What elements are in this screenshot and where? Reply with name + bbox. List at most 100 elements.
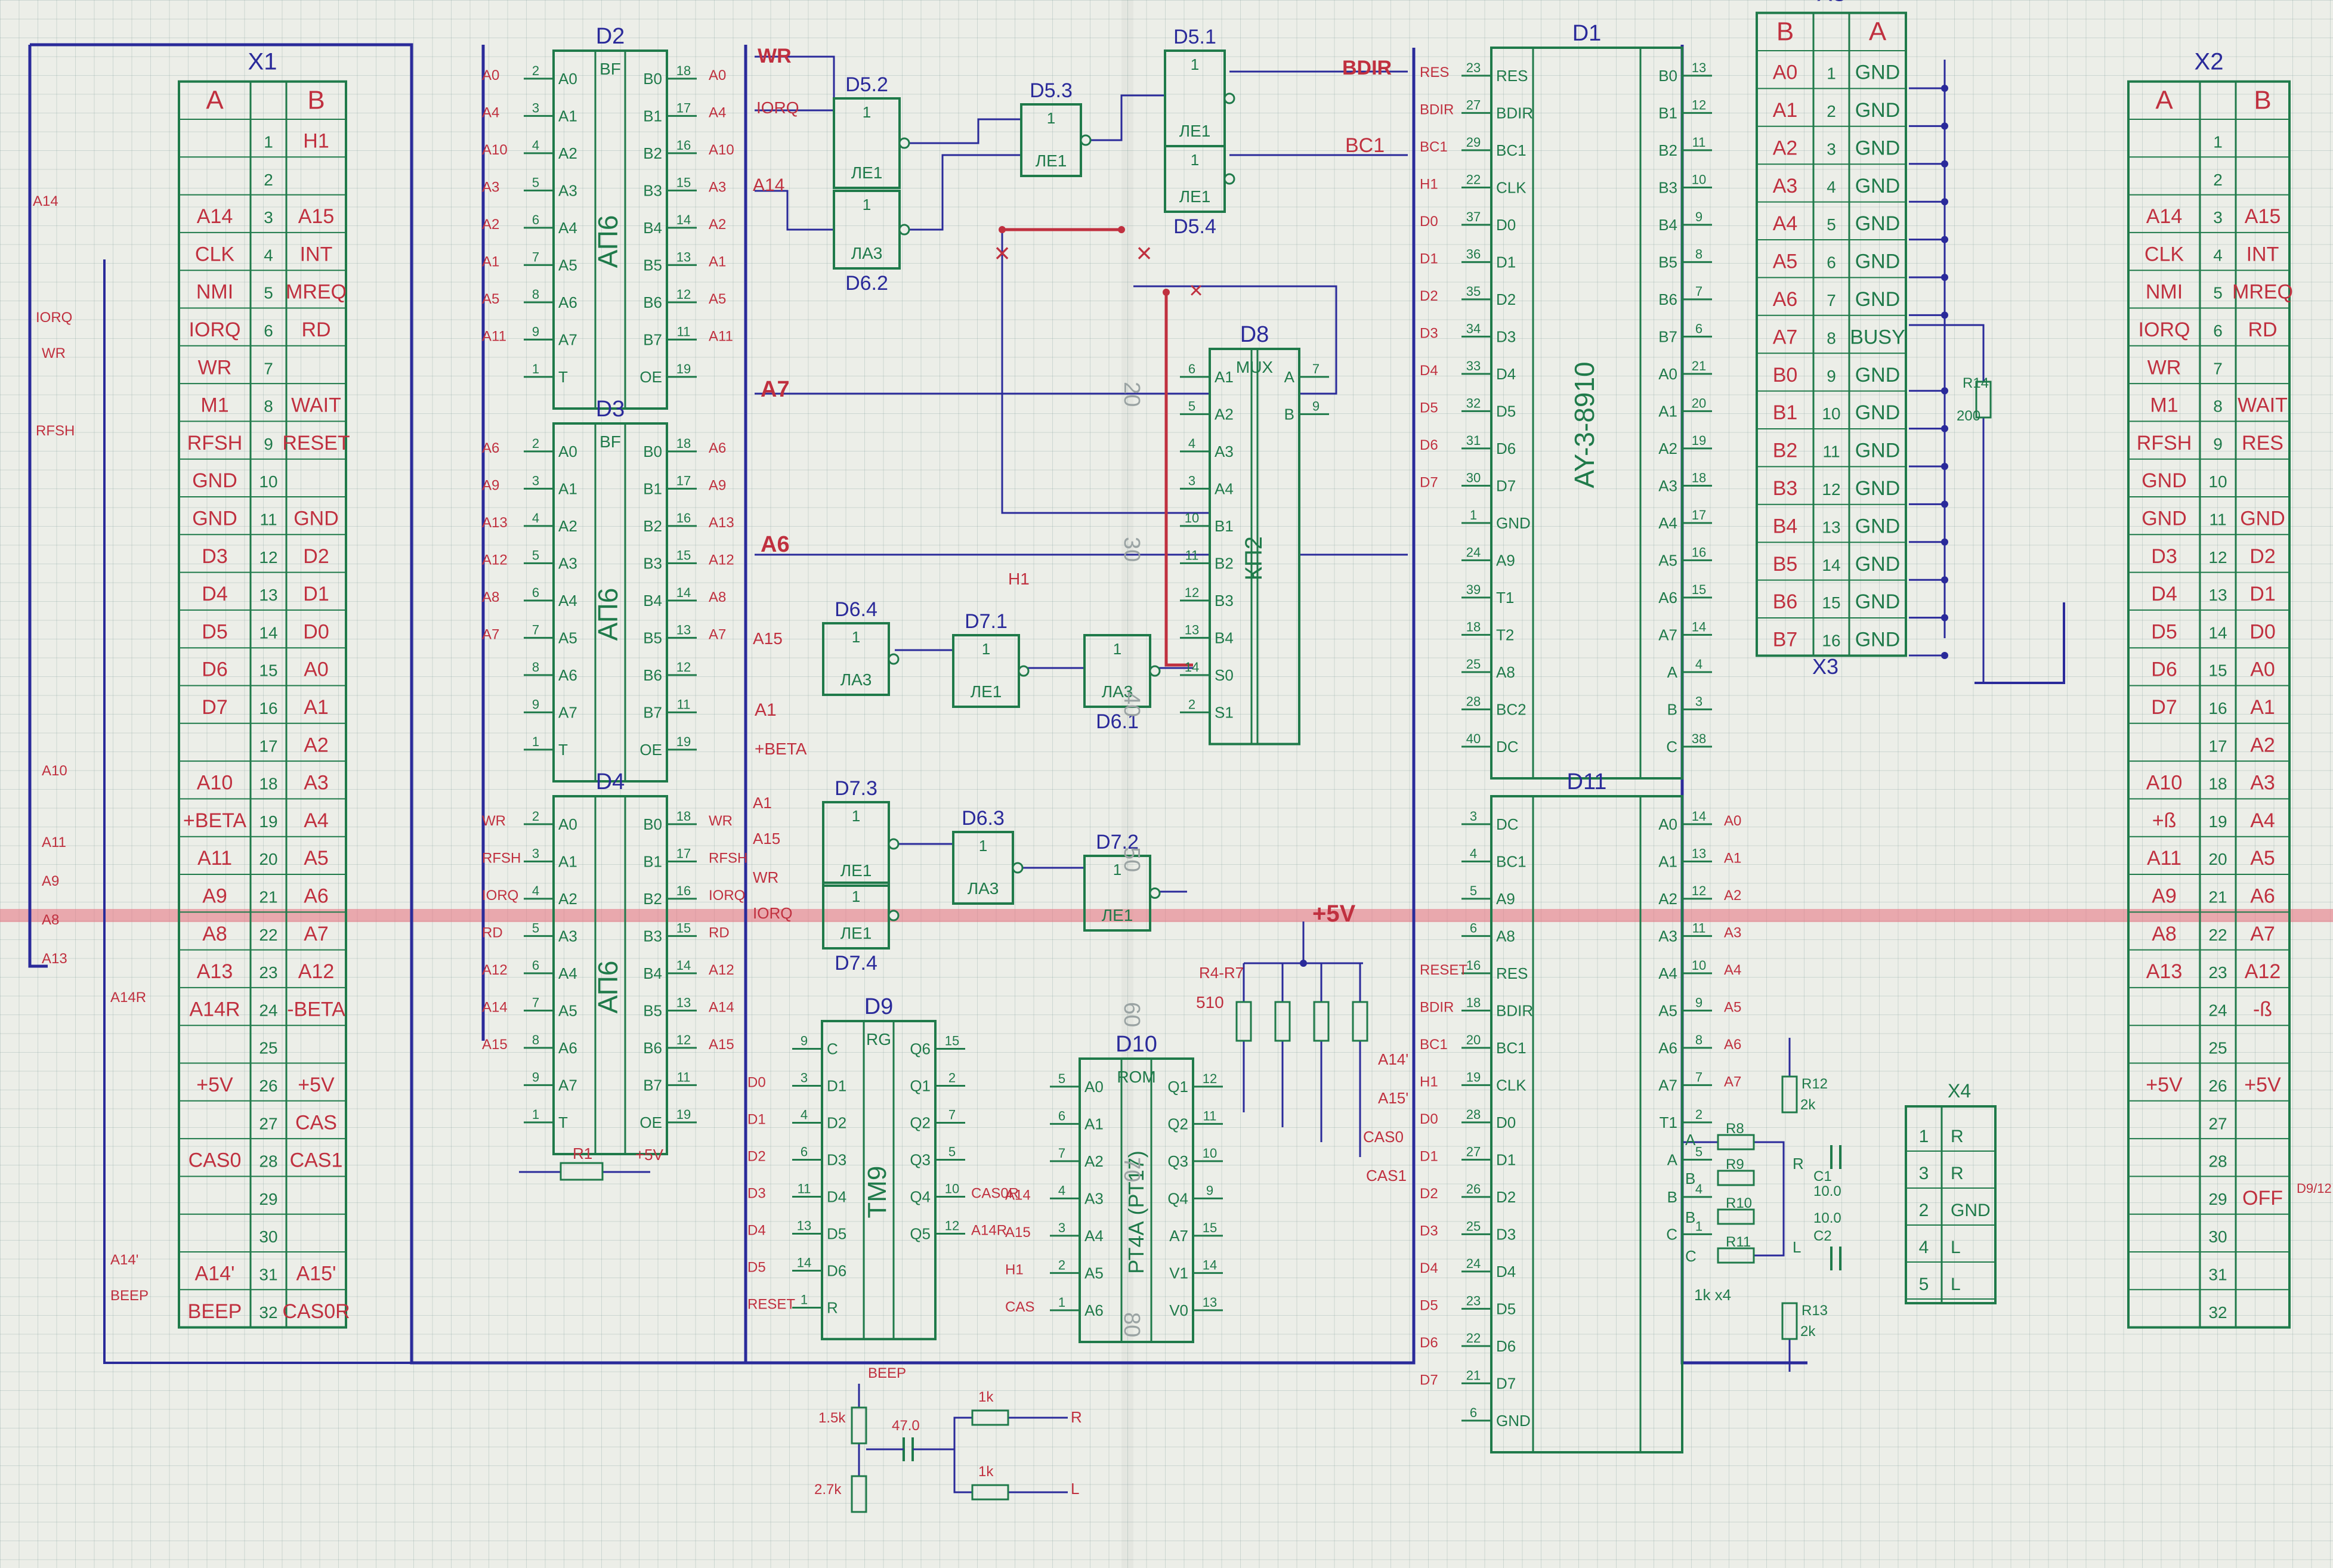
d3-pin-number: 2 [532,436,539,451]
beep-out-l: L [1071,1480,1079,1498]
d4-pin-label: B6 [643,1039,662,1057]
x1-pin-number: 1 [264,132,273,151]
r-pack-resistor [1235,1001,1252,1042]
d1b-signal-name: A1 [1724,850,1741,866]
ruler-number: 50 [1119,847,1144,872]
x3-gnd-junction [1941,122,1948,130]
r12-value: 2k [1800,1097,1816,1113]
x2-pin-number: 11 [2209,510,2226,528]
d2-pin-number: 17 [676,100,691,115]
d8-chip: D8MUXКП2A16A25A34A43B110B211B312B413S014… [1180,322,1329,746]
x1-cell-b: A7 [304,923,329,945]
d3-pin-label: A0 [558,443,577,460]
gate-function: ЛА3 [968,879,999,898]
x1-pin-number: 7 [264,359,273,378]
x3-title: X3 [1812,654,1838,679]
d2-pin-label: A2 [558,144,577,162]
d1-pin-label: D5 [1496,402,1516,420]
x1-cell-a: A14 [197,205,233,228]
d2-signal-name: A5 [709,291,726,307]
x1-pin-number: 23 [259,963,277,982]
d1-pin-number: 7 [1695,284,1702,299]
x1-cell-b: CAS1 [290,1149,343,1172]
x1-cell-a: RFSH [187,432,243,454]
d1-pin-label: D4 [1496,365,1516,383]
x3-gnd-junction [1941,274,1948,281]
d2-pin-label: B2 [643,144,662,162]
d4-pin-label: A1 [558,852,577,870]
x2-title: X2 [2195,49,2224,75]
red-mod-junction [1163,289,1170,296]
d4-signal-name: WR [709,813,733,829]
d4-pin-label: A4 [558,964,577,982]
x3-cell-b: GND [1855,137,1901,159]
red-mod-wire [1164,292,1193,667]
x1-side-signal: A8 [42,912,59,928]
signal-a14: A14 [753,175,784,195]
d10-name: D10 [1115,1032,1157,1057]
x4-frame [1905,1105,1997,1304]
d3-pin-label: A3 [558,554,577,572]
d9-pin-number: 3 [801,1071,808,1085]
x3-gnd-junction [1941,387,1948,395]
d1-pin-label: CLK [1496,178,1527,196]
d2-pin-number: 13 [676,249,691,264]
d1b-pin-number: 14 [1692,809,1706,824]
d1-pin-number: 25 [1466,657,1481,672]
gate-id: D7.4 [835,952,877,975]
d1-pin-number: 34 [1466,321,1481,336]
d1b-signal-name: A7 [1724,1074,1741,1090]
d9-pin-label: Q1 [910,1077,931,1095]
x3-pin-number: 5 [1827,215,1836,234]
gate-output-bubble [898,224,910,236]
d2-pin-number: 11 [677,324,691,339]
x1-cell-a: D4 [202,583,227,605]
d1-pin-number: 23 [1466,60,1481,75]
x1-cell-b: A5 [304,847,329,870]
x2-cell-b: D1 [2249,583,2275,605]
x2-pin-number: 7 [2213,359,2223,378]
x1-cell-a: IORQ [189,318,241,341]
d1-pin-number: 33 [1466,358,1481,373]
d3-pin-label: B7 [643,703,662,721]
r4-r7-value: 510 [1196,993,1224,1012]
gate-output-bubble [1080,134,1092,146]
d1b-pin-number: 27 [1466,1144,1481,1159]
d10-signal-name: A14 [1005,1187,1031,1203]
d1b-signal-name: BDIR [1420,999,1454,1015]
x3-cell-a: B2 [1773,440,1798,462]
x2-pin-number: 23 [2208,963,2227,982]
d1-pin-label: D6 [1496,440,1516,457]
x3-pin-number: 1 [1827,64,1836,83]
x2-cell-a: CLK [2144,243,2184,265]
x2-cell-a: A14 [2146,205,2183,228]
d2-signal-name: A4 [482,104,499,120]
x2-pin-number: 19 [2208,812,2227,831]
x2-pin-number: 17 [2208,737,2227,755]
x1-cell-a: A9 [202,884,227,907]
d1-pin-label: A1 [1658,402,1677,420]
d4-pin-number: 17 [676,846,691,861]
d1-pin-label: D1 [1496,253,1516,271]
d9-body [821,1020,937,1341]
signal-a1: A1 [755,700,777,720]
d1-pin-label: A6 [1658,589,1677,607]
d4-pin-label: B2 [643,890,662,908]
d10-pin-number: 11 [1203,1108,1217,1123]
gate-symbol: 1 [852,807,860,825]
x3-cell-b: GND [1855,515,1901,537]
d4-pin-number: 8 [532,1032,539,1047]
d1-pin-number: 40 [1466,731,1481,746]
d1-pin-label: B4 [1658,216,1677,234]
d10-pin-label: A6 [1084,1301,1104,1319]
gate-function: ЛЕ1 [841,861,872,880]
x3-cell-a: B5 [1773,553,1798,576]
d2-body [552,50,668,410]
d1-pin-label: B1 [1658,104,1677,122]
d9-pin-label: Q3 [910,1151,931,1169]
d1-pin-label: BDIR [1496,104,1533,122]
gate-id: D6.4 [835,598,877,621]
d9-pin-label: Q2 [910,1114,931,1132]
d8-pin-number: 2 [1188,697,1195,712]
d1b-pin-number: 5 [1470,883,1477,898]
